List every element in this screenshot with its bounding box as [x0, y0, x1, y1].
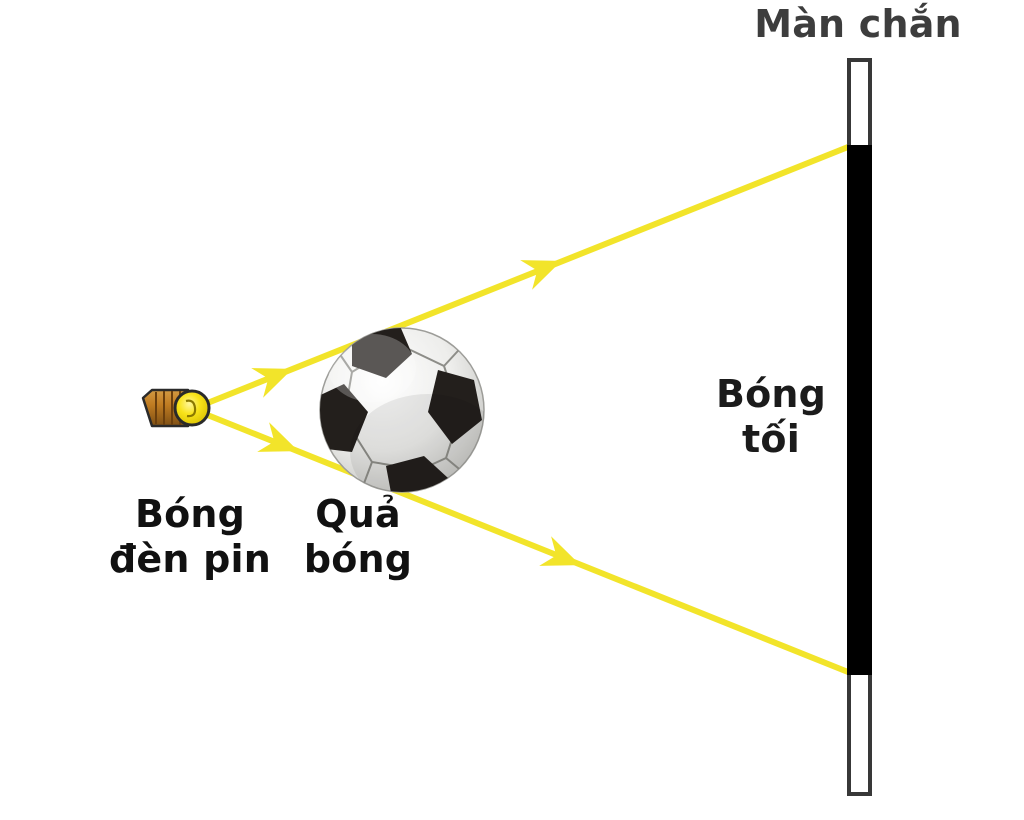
shadow-label: Bóng tối: [715, 372, 827, 461]
flashlight-bulb: [141, 388, 211, 428]
screen-label: Màn chắn: [754, 2, 962, 46]
ball-patch-right: [428, 370, 482, 444]
lower-ray-arrowhead-near: [257, 422, 299, 452]
ball-label: Quả bóng: [303, 492, 413, 581]
ball-patch-edge-right: [462, 328, 484, 344]
ball-patch-far-right: [484, 434, 504, 470]
lower-ray-arrowhead-far: [539, 536, 581, 566]
upper-light-ray: [202, 142, 856, 407]
light-bulb-label: Bóng đèn pin: [109, 492, 271, 581]
screen-bottom-cap: [847, 792, 872, 796]
lower-light-ray: [202, 411, 856, 677]
upper-ray-arrowhead-far: [520, 260, 562, 290]
bulb-glass: [173, 389, 211, 427]
ball-patch-left: [320, 384, 368, 452]
screen-bar: [847, 58, 872, 796]
shadow-band: [847, 145, 872, 675]
upper-ray-arrowhead-near: [251, 368, 293, 398]
ball-patch-bottom: [386, 456, 448, 492]
screen-top-cap: [847, 58, 872, 62]
bulb-filament-icon: [185, 399, 197, 418]
light-ray-group: [202, 142, 856, 677]
ball-patch-top: [352, 328, 412, 378]
soccer-ball: [319, 327, 504, 493]
